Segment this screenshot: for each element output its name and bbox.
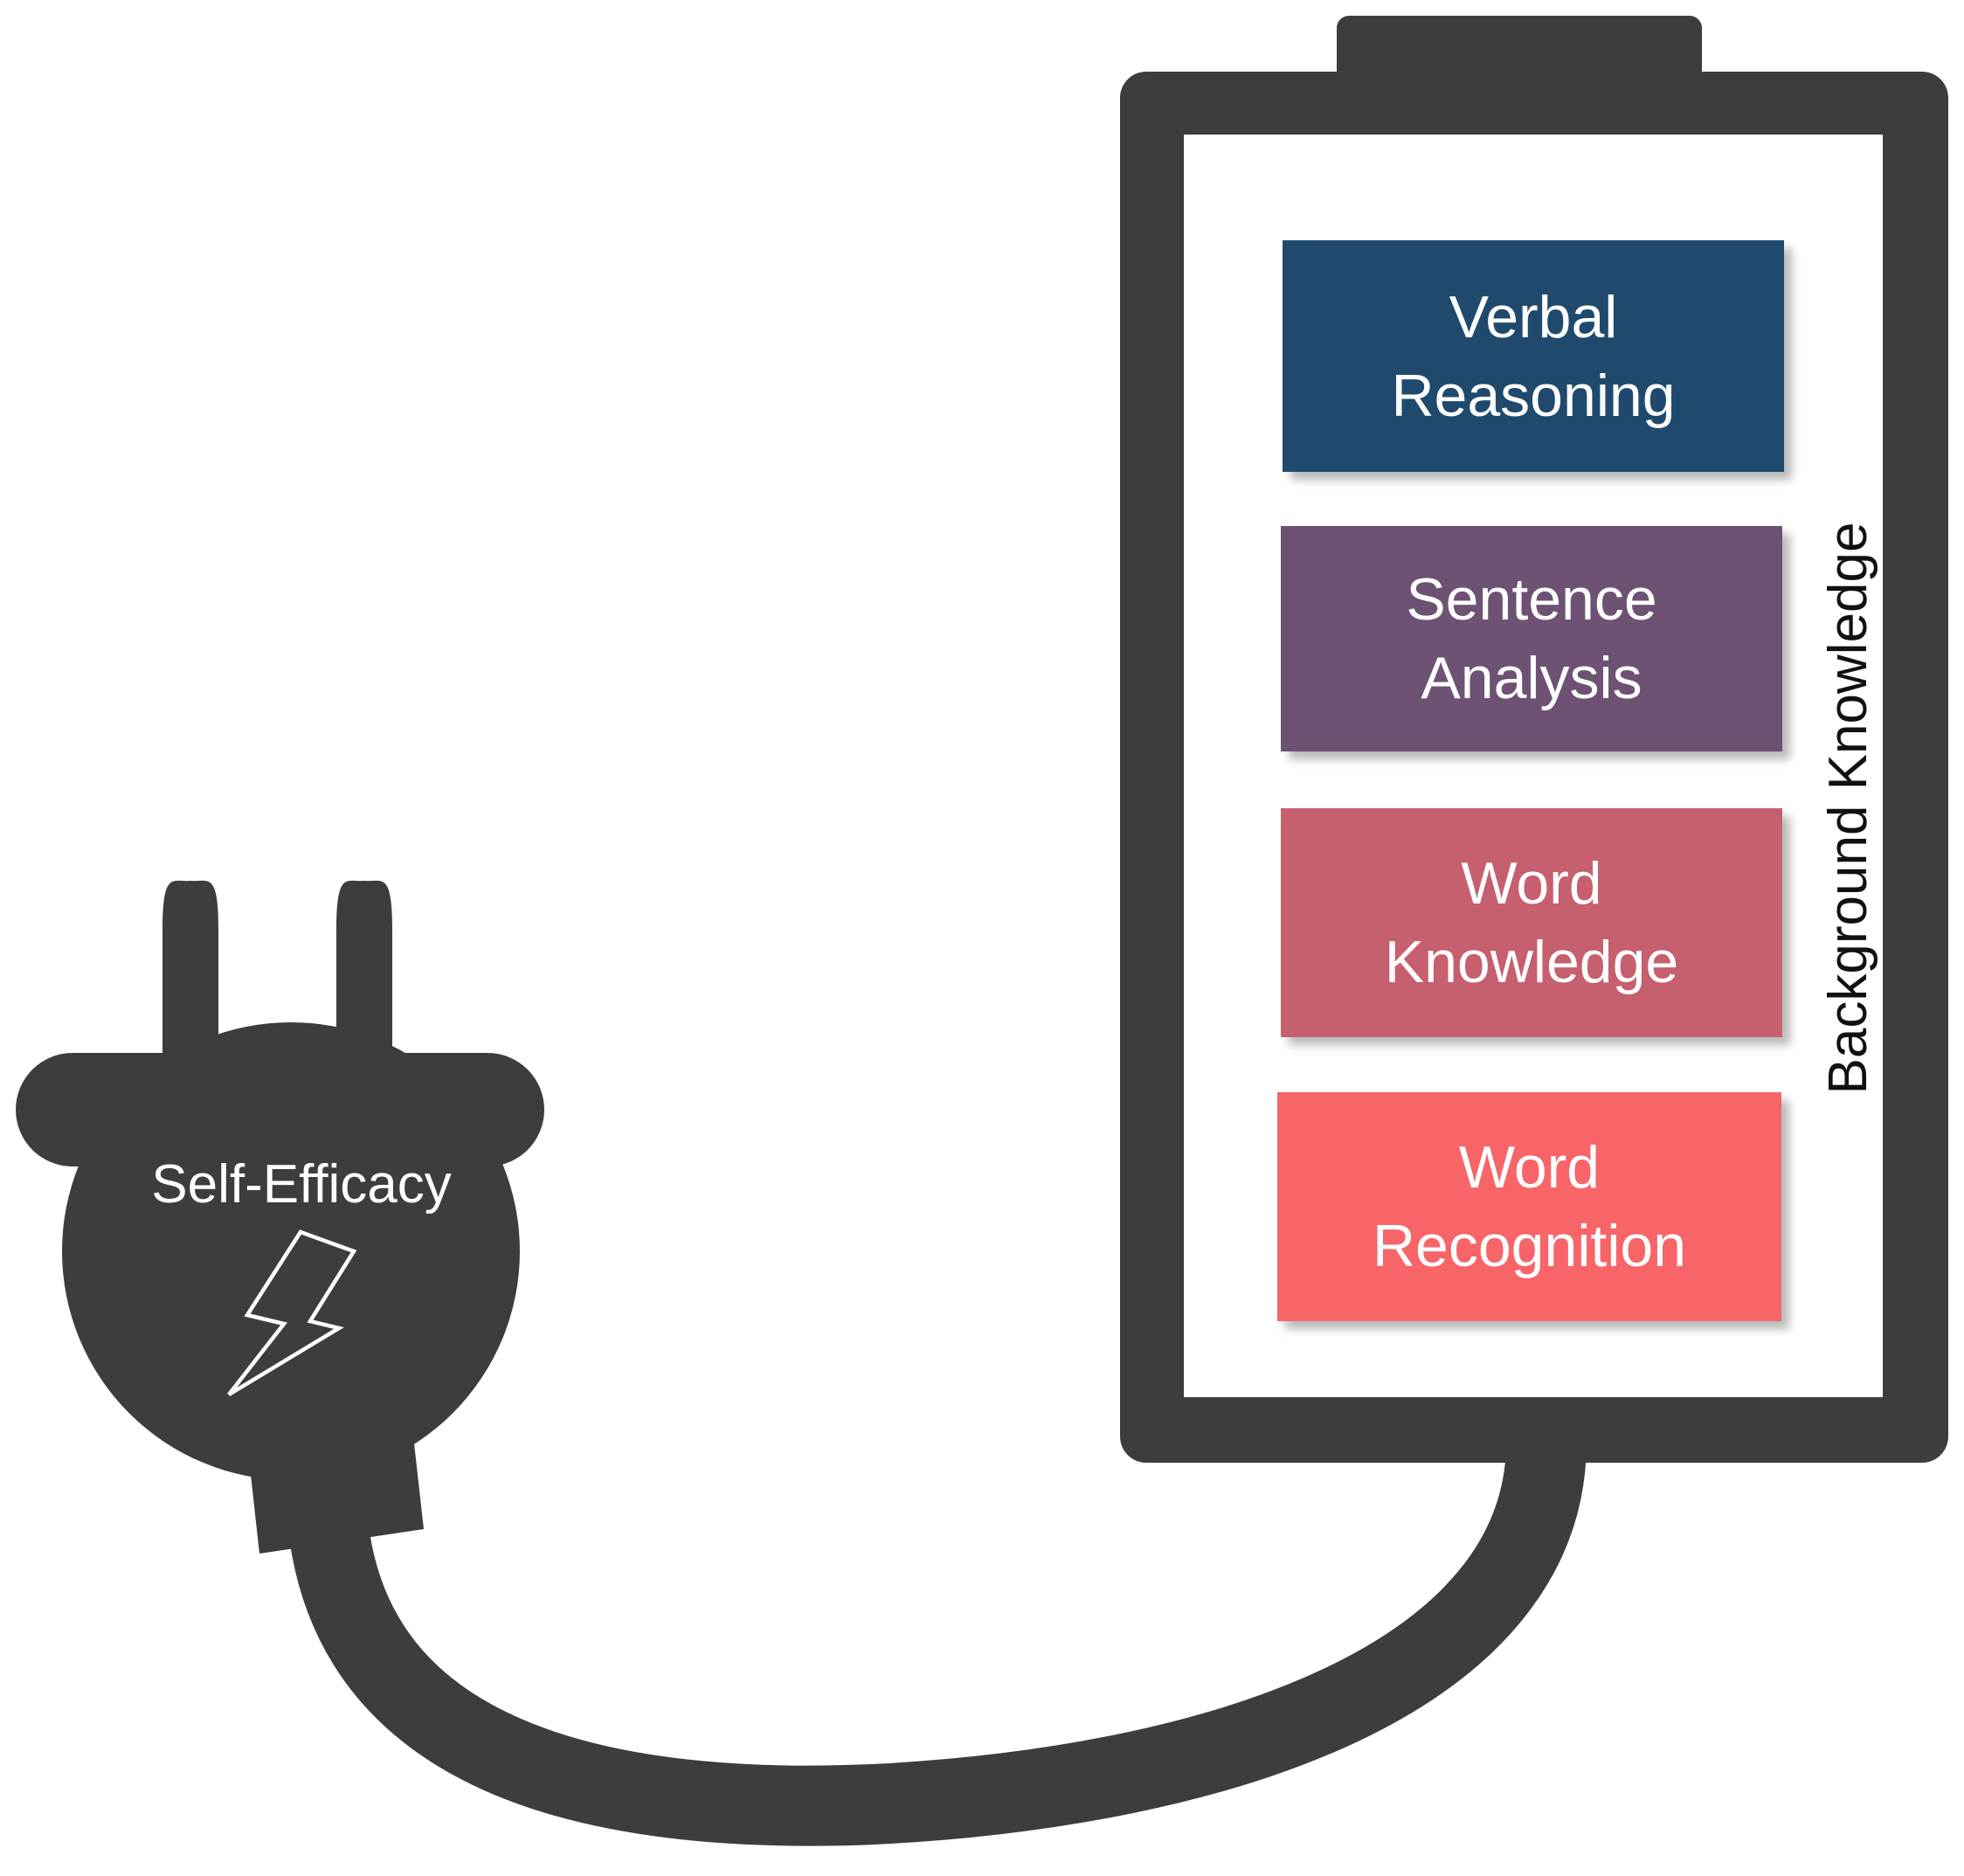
background-knowledge-label: Background Knowledge	[1818, 522, 1878, 1095]
box-verbal-line1: Verbal	[1449, 283, 1618, 350]
box-word-recognition-line1: Word	[1458, 1134, 1601, 1201]
plug-prong-left	[163, 880, 218, 1057]
box-verbal-line2: Reasoning	[1391, 362, 1676, 429]
plug-neck	[245, 1396, 424, 1554]
box-word-recognition: Word Recognition	[1277, 1092, 1781, 1321]
box-word-knowledge: Word Knowledge	[1281, 808, 1782, 1037]
cable	[287, 1440, 1587, 1846]
box-word-recognition-line2: Recognition	[1372, 1213, 1687, 1279]
box-word-knowledge-line1: Word	[1461, 850, 1602, 917]
box-sentence-analysis: Sentence Analysis	[1281, 526, 1782, 751]
lightning-bolt-icon	[227, 1229, 357, 1396]
plug-head	[62, 1022, 520, 1480]
box-verbal-reasoning: Verbal Reasoning	[1283, 240, 1784, 472]
box-sentence-line2: Analysis	[1421, 645, 1642, 711]
self-efficacy-label: Self-Efficacy	[151, 1154, 452, 1215]
plug-prong-right	[336, 880, 392, 1057]
box-word-knowledge-line2: Knowledge	[1384, 929, 1679, 995]
box-sentence-line1: Sentence	[1406, 566, 1657, 633]
